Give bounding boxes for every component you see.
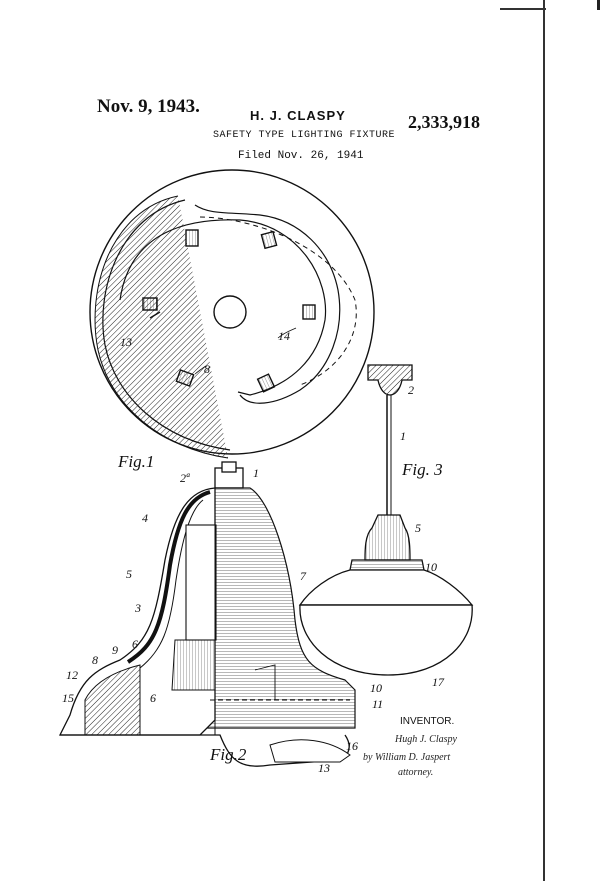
ref-label: 11 bbox=[372, 697, 383, 711]
fig1-drawing bbox=[89, 169, 375, 459]
ref-label: 9 bbox=[112, 643, 118, 657]
inventor-heading: INVENTOR. bbox=[400, 716, 455, 727]
ref-label: 13 bbox=[318, 761, 330, 775]
fig3-drawing bbox=[298, 364, 474, 676]
ref-label: 17 bbox=[432, 675, 445, 689]
patent-title: SAFETY TYPE LIGHTING FIXTURE bbox=[213, 130, 396, 141]
ref-label: 7 bbox=[300, 569, 307, 583]
fig3-label: Fig. 3 bbox=[401, 460, 443, 479]
page-edge-line bbox=[543, 0, 545, 881]
ref-label: 8 bbox=[92, 653, 98, 667]
inventor-name: H. J. CLASPY bbox=[250, 108, 346, 123]
ref-label: 14 bbox=[278, 329, 290, 343]
ref-label: 10 bbox=[370, 681, 382, 695]
ref-label: 5 bbox=[415, 521, 421, 535]
attorney-by-line: by William D. Jaspert bbox=[363, 752, 450, 763]
fig2-label: Fig.2 bbox=[209, 745, 247, 764]
ref-label: 5 bbox=[126, 567, 132, 581]
ref-label: 6 bbox=[132, 637, 138, 651]
patent-date: Nov. 9, 1943. bbox=[97, 96, 200, 117]
ref-label: 8 bbox=[204, 362, 210, 376]
fig1-label: Fig.1 bbox=[117, 452, 154, 471]
attorney-label: attorney. bbox=[398, 767, 433, 778]
ref-label: 16 bbox=[346, 739, 358, 753]
inventor-signature: Hugh J. Claspy bbox=[394, 734, 458, 745]
ref-label: 12 bbox=[66, 668, 78, 682]
ref-label: 4 bbox=[142, 511, 148, 525]
ref-label: 15 bbox=[62, 691, 74, 705]
ref-label: 1 bbox=[400, 429, 406, 443]
patent-number: 2,333,918 bbox=[408, 112, 480, 132]
ref-label: 10 bbox=[425, 560, 437, 574]
fig2-drawing bbox=[58, 461, 356, 767]
corner-mark bbox=[500, 8, 546, 10]
ref-label: 13 bbox=[120, 335, 132, 349]
ref-label: 1 bbox=[253, 466, 259, 480]
ref-label: 2ª bbox=[180, 471, 190, 485]
filed-date: Filed Nov. 26, 1941 bbox=[238, 150, 364, 162]
ref-label: 6 bbox=[150, 691, 156, 705]
ref-label: 2 bbox=[408, 383, 414, 397]
page-edge-top bbox=[597, 0, 600, 10]
ref-label: 3 bbox=[134, 601, 141, 615]
